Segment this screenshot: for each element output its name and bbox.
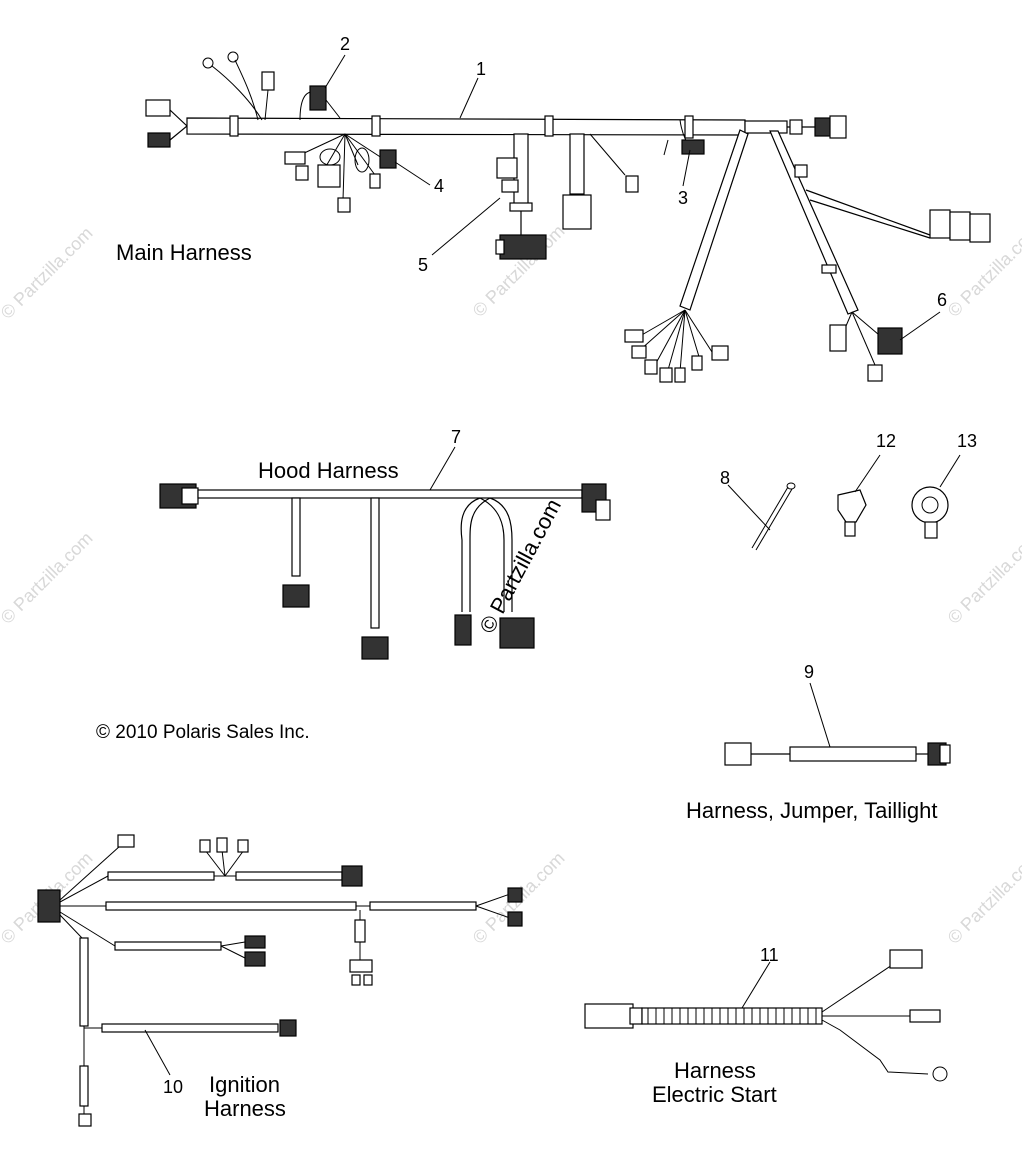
main-harness-title: Main Harness [116, 240, 252, 265]
callout-numbers: 1 2 3 4 5 6 7 8 9 10 11 12 13 [163, 34, 977, 1097]
callout-2: 2 [340, 34, 350, 54]
callout-9: 9 [804, 662, 814, 682]
small-parts [751, 482, 949, 551]
callout-4: 4 [434, 176, 444, 196]
group-titles: Main Harness Hood Harness Harness, Jumpe… [116, 240, 938, 1121]
callout-7: 7 [451, 427, 461, 447]
callout-3: 3 [678, 188, 688, 208]
callout-6: 6 [937, 290, 947, 310]
electric-start-harness [584, 949, 948, 1082]
callout-1: 1 [476, 59, 486, 79]
callout-5: 5 [418, 255, 428, 275]
watermark-foreground: © Partzilla.com [474, 495, 566, 638]
hood-harness [159, 483, 611, 660]
watermark: © Partzilla.com [944, 528, 1022, 628]
hood-harness-title: Hood Harness [258, 458, 399, 483]
ignition-harness-title-1: Ignition [209, 1072, 280, 1097]
callout-13: 13 [957, 431, 977, 451]
watermark: © Partzilla.com [0, 223, 97, 323]
taillight-jumper [724, 742, 951, 766]
estart-harness-title-1: Harness [674, 1058, 756, 1083]
callout-10: 10 [163, 1077, 183, 1097]
callout-12: 12 [876, 431, 896, 451]
taillight-harness-title: Harness, Jumper, Taillight [686, 798, 938, 823]
watermark: © Partzilla.com [0, 528, 97, 628]
ignition-harness-title-2: Harness [204, 1096, 286, 1121]
watermark: © Partzilla.com [944, 848, 1022, 948]
ignition-harness [37, 834, 523, 1127]
main-harness [145, 51, 991, 383]
callout-leaders [144, 54, 961, 1076]
copyright-notice: © 2010 Polaris Sales Inc. [96, 722, 310, 743]
estart-harness-title-2: Electric Start [652, 1082, 777, 1107]
callout-11: 11 [760, 945, 779, 965]
callout-8: 8 [720, 468, 730, 488]
